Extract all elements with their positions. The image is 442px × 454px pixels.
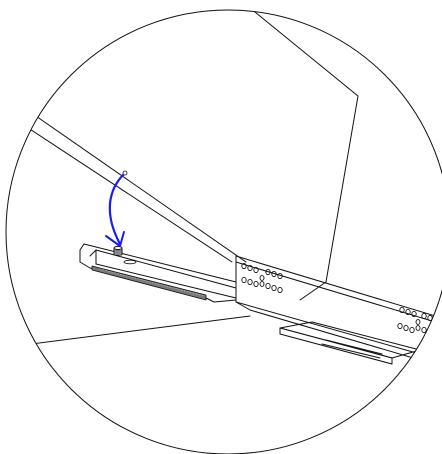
screw-icon [113, 245, 123, 256]
cabinet-side-panel [6, 97, 251, 349]
inner-bracket-lip [91, 265, 207, 301]
detail-circle [5, 9, 442, 454]
bracket-screw-slot [123, 259, 137, 265]
cabinet-panel [249, 10, 359, 301]
curved-arrow-icon [105, 170, 128, 247]
rail-hole-pattern-front [241, 262, 283, 294]
